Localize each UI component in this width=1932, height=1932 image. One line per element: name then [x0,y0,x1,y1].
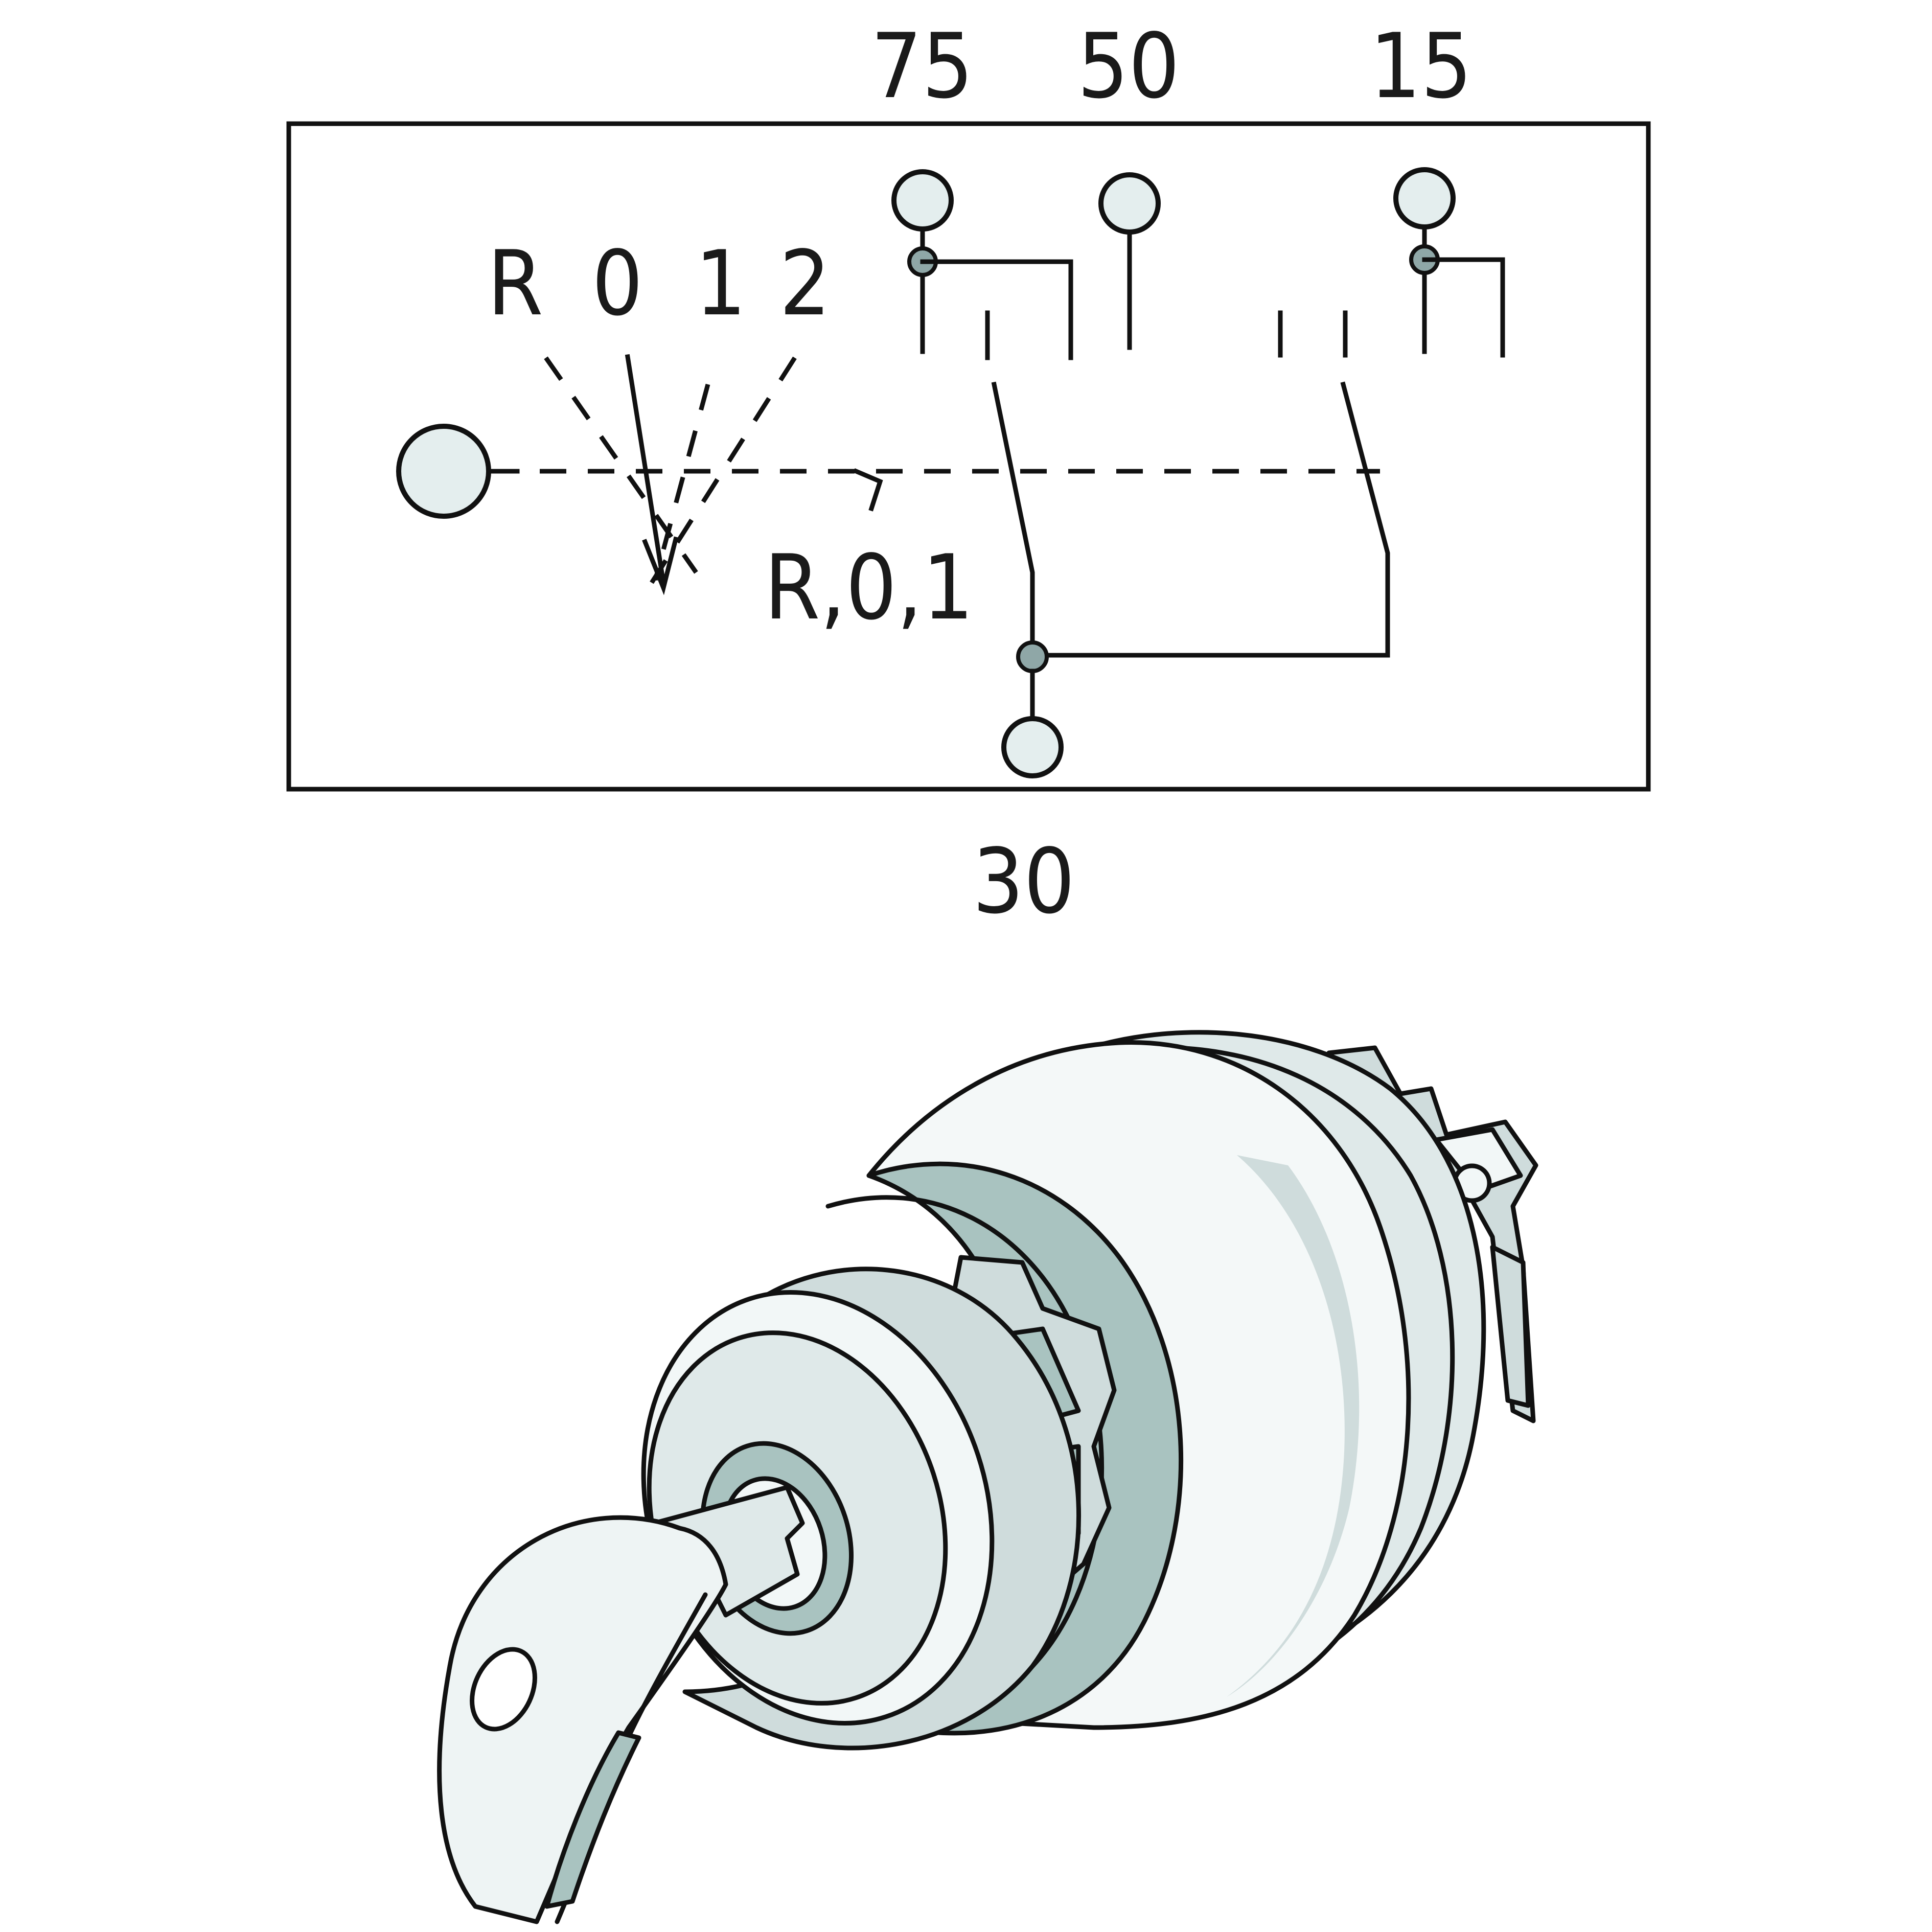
selector-arrowhead [642,536,679,595]
selector-lever [625,354,666,586]
terminal-label-30: 30 [973,830,1075,934]
terminal-75 [891,169,954,232]
position-label-0: 0 [592,232,643,336]
moving-contact-left [991,381,1035,659]
position-label-2: 2 [779,232,831,336]
hold-position-label: R,0,1 [764,536,974,640]
terminal-50 [1098,172,1161,235]
moving-contact-right [1030,381,1390,658]
schematic-frame [286,121,1651,792]
position-label-r: R [487,232,543,336]
switch-schematic: 75 50 15 30 R 0 1 2 R,0,1 [286,15,1651,934]
rear-tab-2 [1490,1245,1531,1408]
bridge-75 [920,259,1073,360]
terminal-15 [1393,167,1456,229]
terminal-label-50: 50 [1077,15,1180,119]
node-30 [1016,640,1049,673]
position-line-1 [653,383,710,581]
bridge-15 [1422,257,1505,358]
housing-shade [1227,1155,1360,1697]
position-label-1: 1 [695,232,746,336]
key-bow [437,1515,728,1924]
key-bow-shade [544,1730,641,1909]
terminal-30 [1001,716,1064,778]
terminal-label-15: 15 [1370,15,1472,119]
terminal-label-75: 75 [871,15,973,119]
spring-return-mark [853,468,883,512]
knob-terminal [396,424,491,519]
key-switch-icon [437,1030,1538,1924]
key-hole [470,1647,537,1732]
position-line-r [544,356,698,574]
